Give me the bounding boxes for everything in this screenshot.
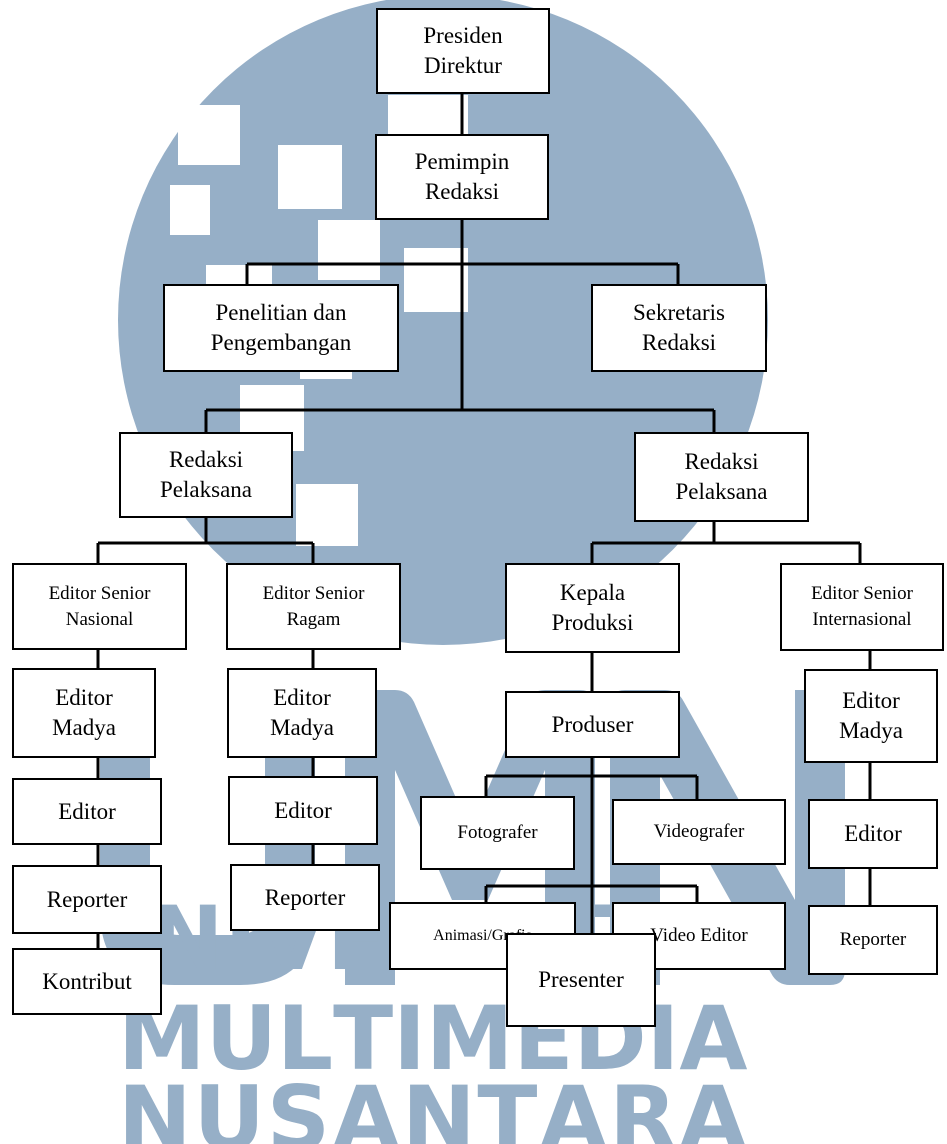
node-editor-internasional: Editor	[808, 799, 938, 869]
watermark-letter: T	[477, 1067, 538, 1144]
node-videografer: Videografer	[612, 799, 786, 865]
node-editor-madya-nasional: Editor Madya	[12, 668, 156, 758]
node-editor-senior-internasional: Editor Senior Internasional	[780, 563, 944, 651]
node-editor-nasional: Editor	[12, 778, 162, 845]
watermark-letter: A	[679, 987, 748, 1090]
watermark-letter: A	[539, 1067, 608, 1144]
node-reporter-nasional: Reporter	[12, 865, 162, 934]
node-editor-madya-internasional: Editor Madya	[804, 669, 938, 763]
watermark-letter: U	[205, 987, 278, 1090]
node-editor-madya-ragam: Editor Madya	[227, 668, 377, 758]
node-produser: Produser	[505, 691, 680, 758]
watermark-letter: M	[425, 987, 514, 1090]
watermark-letter: N	[118, 1067, 192, 1144]
watermark-letter: R	[609, 1067, 677, 1144]
node-pemimpin-redaksi: Pemimpin Redaksi	[375, 134, 549, 220]
node-fotografer: Fotografer	[420, 796, 575, 870]
node-kepala-produksi: Kepala Produksi	[505, 563, 680, 653]
node-editor-senior-ragam: Editor Senior Ragam	[226, 563, 401, 650]
watermark-letter: A	[332, 1067, 401, 1144]
watermark-letter: S	[266, 1067, 331, 1144]
node-sekretaris-redaksi: Sekretaris Redaksi	[591, 284, 767, 372]
watermark-letter: I	[393, 987, 426, 1090]
node-reporter-ragam: Reporter	[230, 864, 380, 931]
node-editor-ragam: Editor	[228, 776, 378, 845]
watermark-line-multimedia: M U L T I M E D I A	[0, 995, 947, 1083]
watermark-letter: N	[401, 1067, 476, 1144]
node-kontribut: Kontribut	[12, 948, 162, 1015]
node-redaksi-pelaksana-left: Redaksi Pelaksana	[119, 432, 293, 518]
node-presiden-direktur: Presiden Direktur	[376, 8, 550, 94]
watermark-line-nusantara: N U S A N T A R A	[0, 1075, 947, 1144]
watermark-letter: N	[150, 887, 224, 990]
watermark-letter: L	[277, 987, 334, 1090]
node-reporter-internasional: Reporter	[808, 905, 938, 975]
node-presenter: Presenter	[506, 933, 656, 1027]
node-redaksi-pelaksana-right: Redaksi Pelaksana	[634, 432, 809, 522]
watermark-letter: T	[333, 987, 394, 1090]
node-editor-senior-nasional: Editor Senior Nasional	[12, 563, 187, 650]
watermark-letter: A	[678, 1067, 747, 1144]
watermark-letter: U	[193, 1067, 265, 1144]
node-penelitian-dan-pengembangan: Penelitian dan Pengembangan	[163, 284, 399, 372]
